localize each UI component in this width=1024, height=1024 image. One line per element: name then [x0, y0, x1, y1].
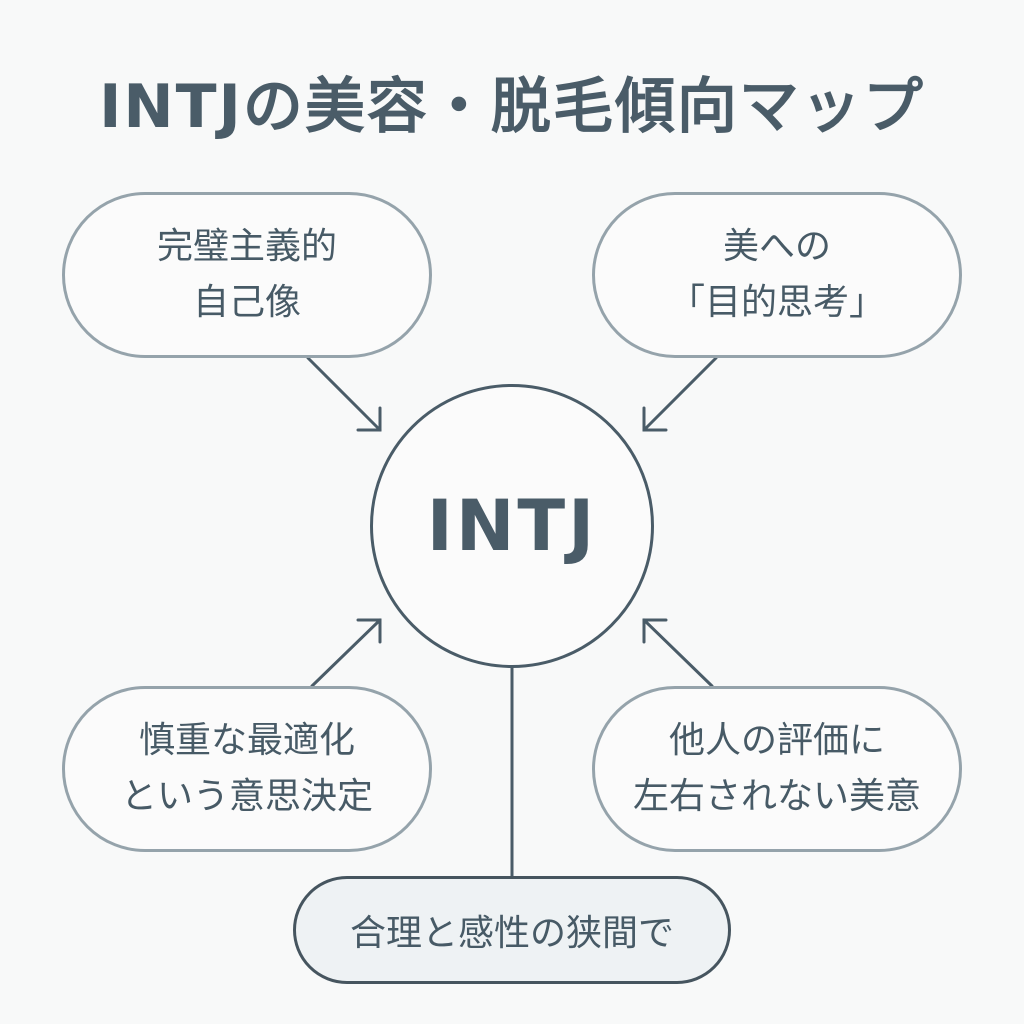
- page-title: INTJの美容・脱毛傾向マップ: [99, 72, 925, 142]
- node-text-line: 慎重な最適化: [138, 720, 355, 761]
- arrowhead-icon: [642, 618, 668, 644]
- arrowhead-icon: [642, 406, 668, 432]
- center-node-intj: INTJ: [370, 384, 654, 668]
- node-careful-optimization: 慎重な最適化 という意思決定: [62, 686, 432, 852]
- node-text-line: 完璧主義的: [156, 226, 337, 267]
- node-perfectionist-self-image: 完璧主義的 自己像: [62, 192, 432, 358]
- node-text-line: 他人の評価に: [668, 720, 885, 761]
- node-text-line: という意思決定: [120, 776, 373, 817]
- node-independent-aesthetics: 他人の評価に 左右されない美意: [592, 686, 962, 852]
- node-text-line: 「目的思考」: [668, 282, 885, 323]
- arrow-bottom-right: [642, 618, 714, 688]
- node-purpose-thinking: 美への 「目的思考」: [592, 192, 962, 358]
- bottom-label: 合理と感性の狭間で: [349, 913, 674, 954]
- node-between-logic-and-sensibility: 合理と感性の狭間で: [293, 876, 731, 984]
- arrow-top-left: [306, 356, 382, 432]
- center-label: INTJ: [426, 485, 598, 567]
- arrow-bottom-left: [310, 618, 382, 688]
- node-text-line: 自己像: [192, 282, 301, 323]
- node-text-line: 美への: [722, 226, 831, 267]
- node-text-line: 左右されない美意: [632, 776, 921, 817]
- arrowhead-icon: [356, 406, 382, 432]
- arrowhead-icon: [356, 618, 382, 644]
- arrow-top-right: [642, 356, 718, 432]
